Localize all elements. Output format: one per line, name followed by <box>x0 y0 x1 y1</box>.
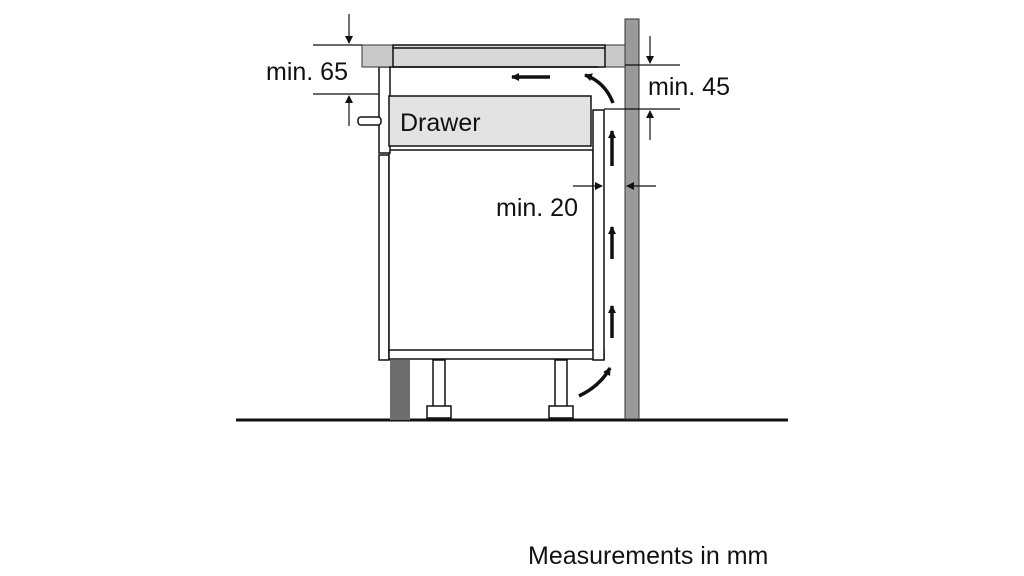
dimension-min-45 <box>604 36 680 140</box>
airflow-arrows <box>511 73 616 398</box>
cabinet-leg-left <box>426 359 452 419</box>
drawer-label: Drawer <box>400 109 481 137</box>
airflow-arrow-bottom <box>578 367 612 398</box>
dimension-min-65 <box>313 14 379 126</box>
min-gap-label: min. 20 <box>496 194 578 222</box>
min-right-label: min. 45 <box>648 73 730 101</box>
wall <box>624 18 640 420</box>
min-top-label: min. 65 <box>266 58 348 86</box>
cabinet-leg-right <box>548 359 574 419</box>
measurements-footer: Measurements in mm <box>528 542 768 570</box>
cabinet <box>378 109 605 361</box>
airflow-arrow-curve <box>584 73 615 104</box>
drawer <box>388 95 592 147</box>
cooktop <box>361 44 626 68</box>
drawer-handle <box>357 116 382 126</box>
plinth <box>390 360 410 420</box>
